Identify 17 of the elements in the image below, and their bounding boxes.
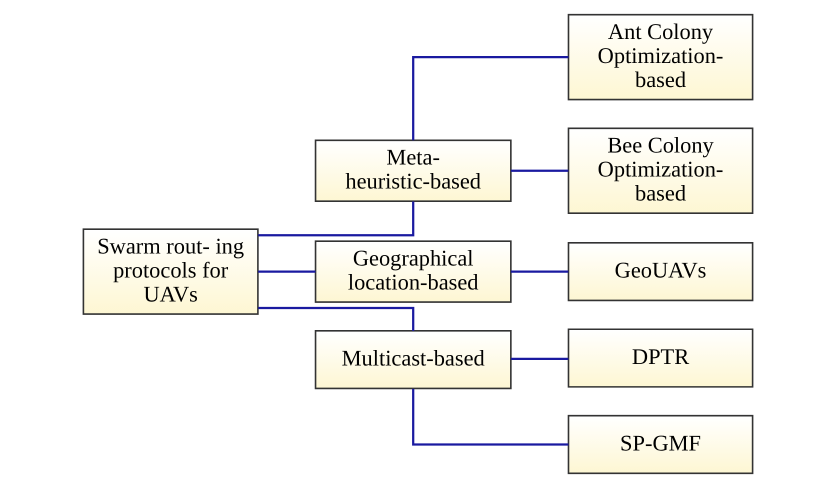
node-box: SP-GMF <box>568 414 754 474</box>
connector <box>258 201 414 236</box>
node-box: Multicast-based <box>314 330 512 390</box>
connector <box>510 270 568 273</box>
connector <box>412 56 568 140</box>
node-box: Geographical location-based <box>314 240 512 303</box>
node-box: Ant Colony Optimization- based <box>568 14 754 100</box>
node-box: GeoUAVs <box>568 242 754 302</box>
connector <box>510 358 568 360</box>
node-box: Meta- heuristic-based <box>314 140 512 202</box>
connector <box>258 270 316 273</box>
connector <box>412 388 568 446</box>
connector <box>510 170 568 172</box>
node-box: Swarm rout- ing protocols for UAVs <box>82 228 259 315</box>
node-box: Bee Colony Optimization- based <box>568 128 754 214</box>
node-box: DPTR <box>568 328 754 388</box>
connector <box>258 306 414 331</box>
